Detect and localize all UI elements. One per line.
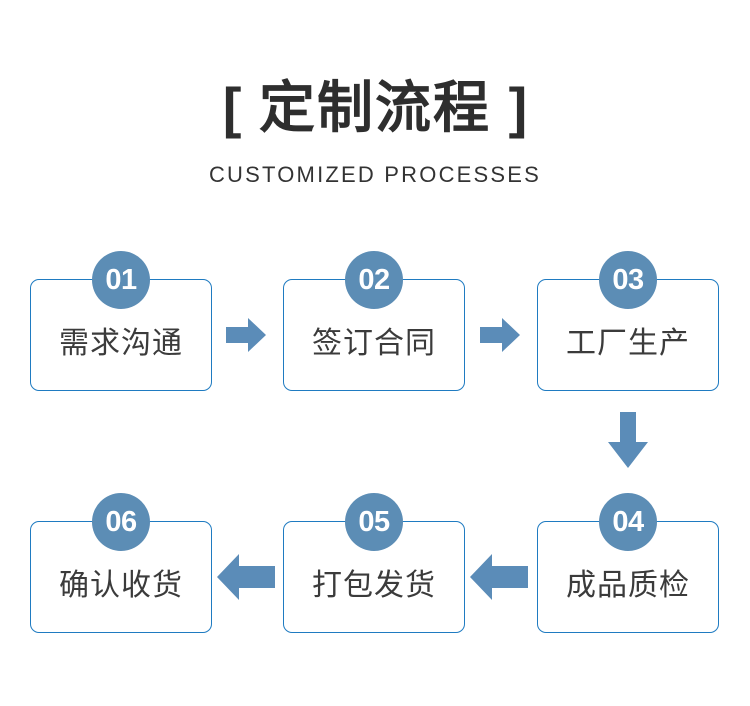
step-box-06[interactable]: 06 确认收货 [30, 493, 212, 633]
arrow-right-icon-02-03 [480, 315, 520, 355]
step-label-06: 确认收货 [59, 569, 183, 602]
step-number-badge-02: 02 [345, 251, 403, 309]
step-label-03: 工厂生产 [566, 327, 690, 360]
step-number-badge-05: 05 [345, 493, 403, 551]
arrow-down-icon-03-04 [604, 412, 652, 468]
step-number-badge-06: 06 [92, 493, 150, 551]
title-bracket-open: [ [222, 76, 242, 139]
step-label-05: 打包发货 [312, 569, 436, 602]
page-title: [ 定制流程 ] [0, 76, 750, 140]
step-number-badge-01: 01 [92, 251, 150, 309]
page-subtitle: CUSTOMIZED PROCESSES [208, 162, 542, 187]
arrow-right-icon-01-02 [226, 315, 266, 355]
title-text: 定制流程 [259, 76, 491, 139]
step-label-01: 需求沟通 [59, 327, 183, 360]
arrow-left-icon-05-06 [217, 552, 275, 602]
step-number-badge-03: 03 [599, 251, 657, 309]
step-label-02: 签订合同 [312, 327, 436, 360]
step-label-04: 成品质检 [566, 569, 690, 602]
step-box-05[interactable]: 05 打包发货 [283, 493, 465, 633]
title-bracket-close: ] [508, 76, 528, 139]
step-box-01[interactable]: 01 需求沟通 [30, 251, 212, 391]
step-box-02[interactable]: 02 签订合同 [283, 251, 465, 391]
step-box-04[interactable]: 04 成品质检 [537, 493, 719, 633]
arrow-left-icon-04-05 [470, 552, 528, 602]
step-number-badge-04: 04 [599, 493, 657, 551]
step-box-03[interactable]: 03 工厂生产 [537, 251, 719, 391]
